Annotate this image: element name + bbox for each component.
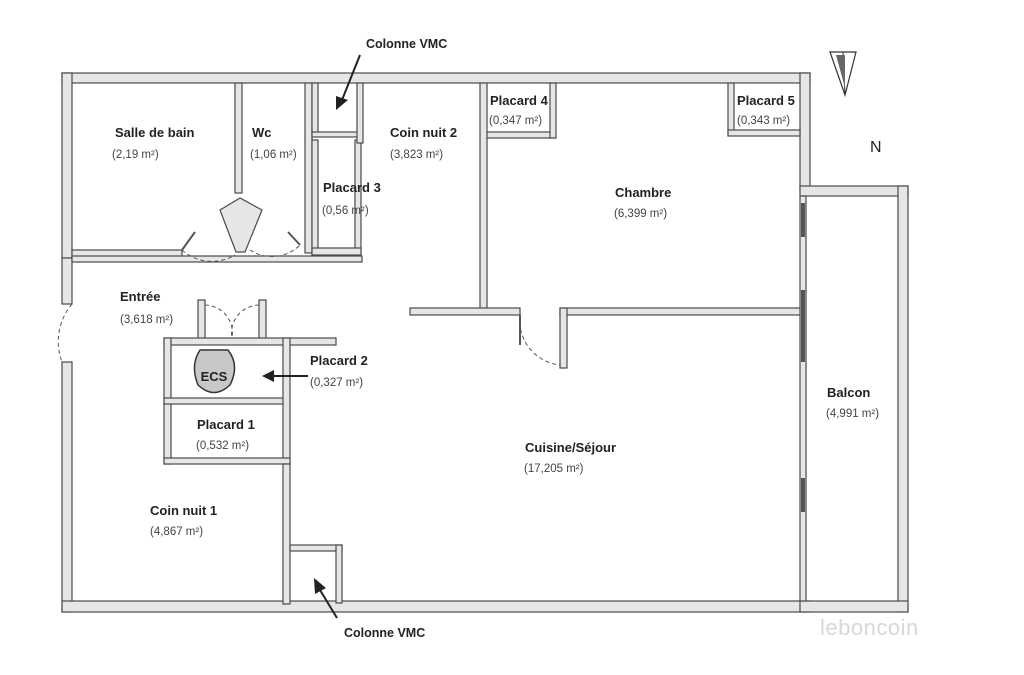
room-area-placard-5: (0,343 m²) [737,115,790,127]
room-area-chambre: (6,399 m²) [614,208,667,220]
room-name-chambre: Chambre [615,185,671,200]
room-name-placard-1: Placard 1 [197,417,255,432]
room-name-placard-2: Placard 2 [310,353,368,368]
room-name-coin-nuit-2: Coin nuit 2 [390,125,457,140]
room-area-salle-de-bain: (2,19 m²) [112,149,159,161]
room-name-coin-nuit-1: Coin nuit 1 [150,503,217,518]
compass-label: N [870,139,882,156]
room-area-balcon: (4,991 m²) [826,408,879,420]
arrows [262,54,361,619]
colonne-vmc-top-label: Colonne VMC [366,37,447,51]
room-area-placard-1: (0,532 m²) [196,440,249,452]
outer-walls [61,72,909,613]
watermark: leboncoin [820,615,919,640]
room-name-entree: Entrée [120,289,160,304]
room-name-placard-3: Placard 3 [323,180,381,195]
room-area-placard-4: (0,347 m²) [489,115,542,127]
room-area-coin-nuit-1: (4,867 m²) [150,526,203,538]
room-name-wc: Wc [252,125,272,140]
ecs-tank: ECS [193,349,236,394]
doors [57,197,561,366]
interior-walls [71,82,807,605]
room-labels: Salle de bain (2,19 m²) Wc (1,06 m²) Pla… [112,93,879,538]
room-name-balcon: Balcon [827,385,870,400]
room-area-entree: (3,618 m²) [120,314,173,326]
room-name-salle-de-bain: Salle de bain [115,125,195,140]
room-area-cuisine-sejour: (17,205 m²) [524,463,584,475]
colonne-vmc-bottom-label: Colonne VMC [344,626,425,640]
compass-arrow-icon [829,51,857,98]
room-area-coin-nuit-2: (3,823 m²) [390,149,443,161]
room-area-wc: (1,06 m²) [250,149,297,161]
room-area-placard-2: (0,327 m²) [310,377,363,389]
room-name-placard-4: Placard 4 [490,93,549,108]
room-name-cuisine-sejour: Cuisine/Séjour [525,440,616,455]
room-area-placard-3: (0,56 m²) [322,205,369,217]
room-name-placard-5: Placard 5 [737,93,795,108]
ecs-label: ECS [201,369,228,384]
